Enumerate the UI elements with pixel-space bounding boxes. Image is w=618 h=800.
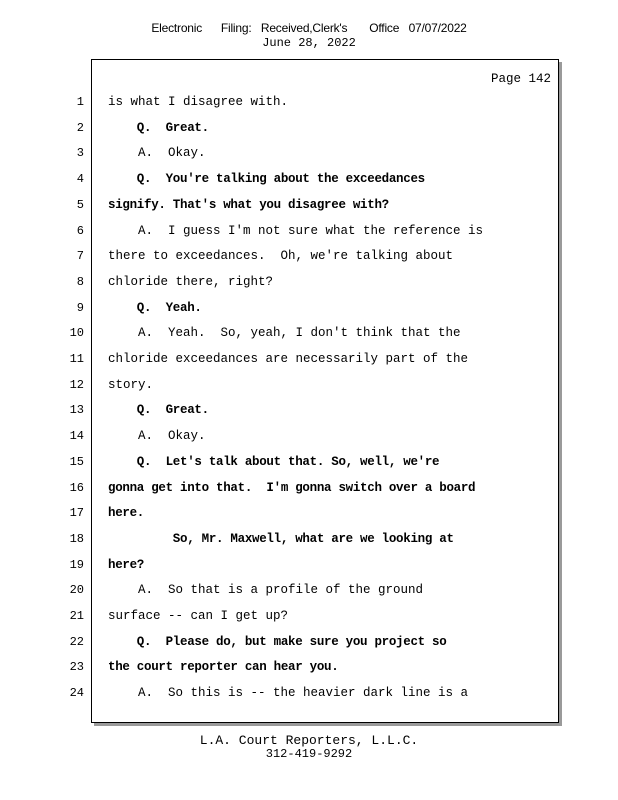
transcript-line: A. So this is -- the heavier dark line i… xyxy=(108,686,469,701)
transcript-line: A. I guess I'm not sure what the referen… xyxy=(108,223,484,238)
reporter-phone: 312-419-9292 xyxy=(265,747,353,761)
transcript-line: A. Yeah. So, yeah, I don't think that th… xyxy=(108,326,461,341)
transcript-line: Q. Please do, but make sure you project … xyxy=(108,634,447,649)
line-number: 15 xyxy=(69,454,84,469)
line-number: 17 xyxy=(69,506,84,521)
transcript-line: chloride exceedances are necessarily par… xyxy=(108,352,469,366)
transcript-line: A. Okay. xyxy=(108,429,206,444)
transcript-line: Q. Great. xyxy=(108,403,209,418)
line-number: 11 xyxy=(69,352,84,366)
line-number: 7 xyxy=(76,249,84,264)
line-number: 24 xyxy=(69,686,84,701)
transcript-line: Q. Yeah. xyxy=(108,300,202,315)
line-number: 1 xyxy=(76,95,84,109)
line-number: 13 xyxy=(69,403,84,418)
transcript-line: there to exceedances. Oh, we're talking … xyxy=(108,249,454,264)
transcript-line: Q. You're talking about the exceedances xyxy=(108,172,425,187)
transcript-page: Page 142 xyxy=(91,59,559,723)
transcript-line: A. Okay. xyxy=(108,146,206,161)
page-number: Page 142 xyxy=(490,72,551,86)
transcript-line: signify. That's what you disagree with? xyxy=(108,197,389,212)
line-number: 23 xyxy=(69,660,84,675)
line-number: 20 xyxy=(69,583,84,598)
line-number: 21 xyxy=(69,609,84,623)
line-number: 22 xyxy=(69,634,84,649)
transcript-line: story. xyxy=(108,377,154,392)
transcript-line: the court reporter can hear you. xyxy=(108,660,339,675)
line-number: 16 xyxy=(69,480,84,495)
line-number: 14 xyxy=(69,429,84,444)
line-number: 4 xyxy=(76,172,84,187)
transcript-line: Q. Let's talk about that. So, well, we'r… xyxy=(108,454,440,469)
line-number: 3 xyxy=(76,146,84,161)
transcript-line: gonna get into that. I'm gonna switch ov… xyxy=(108,480,476,495)
line-number: 8 xyxy=(76,274,84,289)
line-number: 9 xyxy=(76,300,84,315)
transcript-line: So, Mr. Maxwell, what are we looking at xyxy=(108,531,454,546)
line-number: 10 xyxy=(69,326,84,341)
line-number: 2 xyxy=(76,120,84,135)
line-number: 5 xyxy=(76,197,84,212)
line-number: 6 xyxy=(76,223,84,238)
transcript-line: here. xyxy=(108,506,145,521)
deposition-date: June 28, 2022 xyxy=(262,36,356,50)
reporter-company: L.A. Court Reporters, L.L.C. xyxy=(199,733,419,748)
transcript-line: Q. Great. xyxy=(108,120,209,135)
filing-stamp: Electronic Filing: Received,Clerk's Offi… xyxy=(151,21,467,35)
transcript-line: A. So that is a profile of the ground xyxy=(108,583,424,598)
transcript-line: chloride there, right? xyxy=(108,274,274,289)
line-number: 19 xyxy=(69,557,84,572)
line-number: 12 xyxy=(69,377,84,392)
line-number: 18 xyxy=(69,531,84,546)
transcript-line: surface -- can I get up? xyxy=(108,609,289,623)
transcript-line: here? xyxy=(108,557,145,572)
transcript-line: is what I disagree with. xyxy=(108,95,289,109)
